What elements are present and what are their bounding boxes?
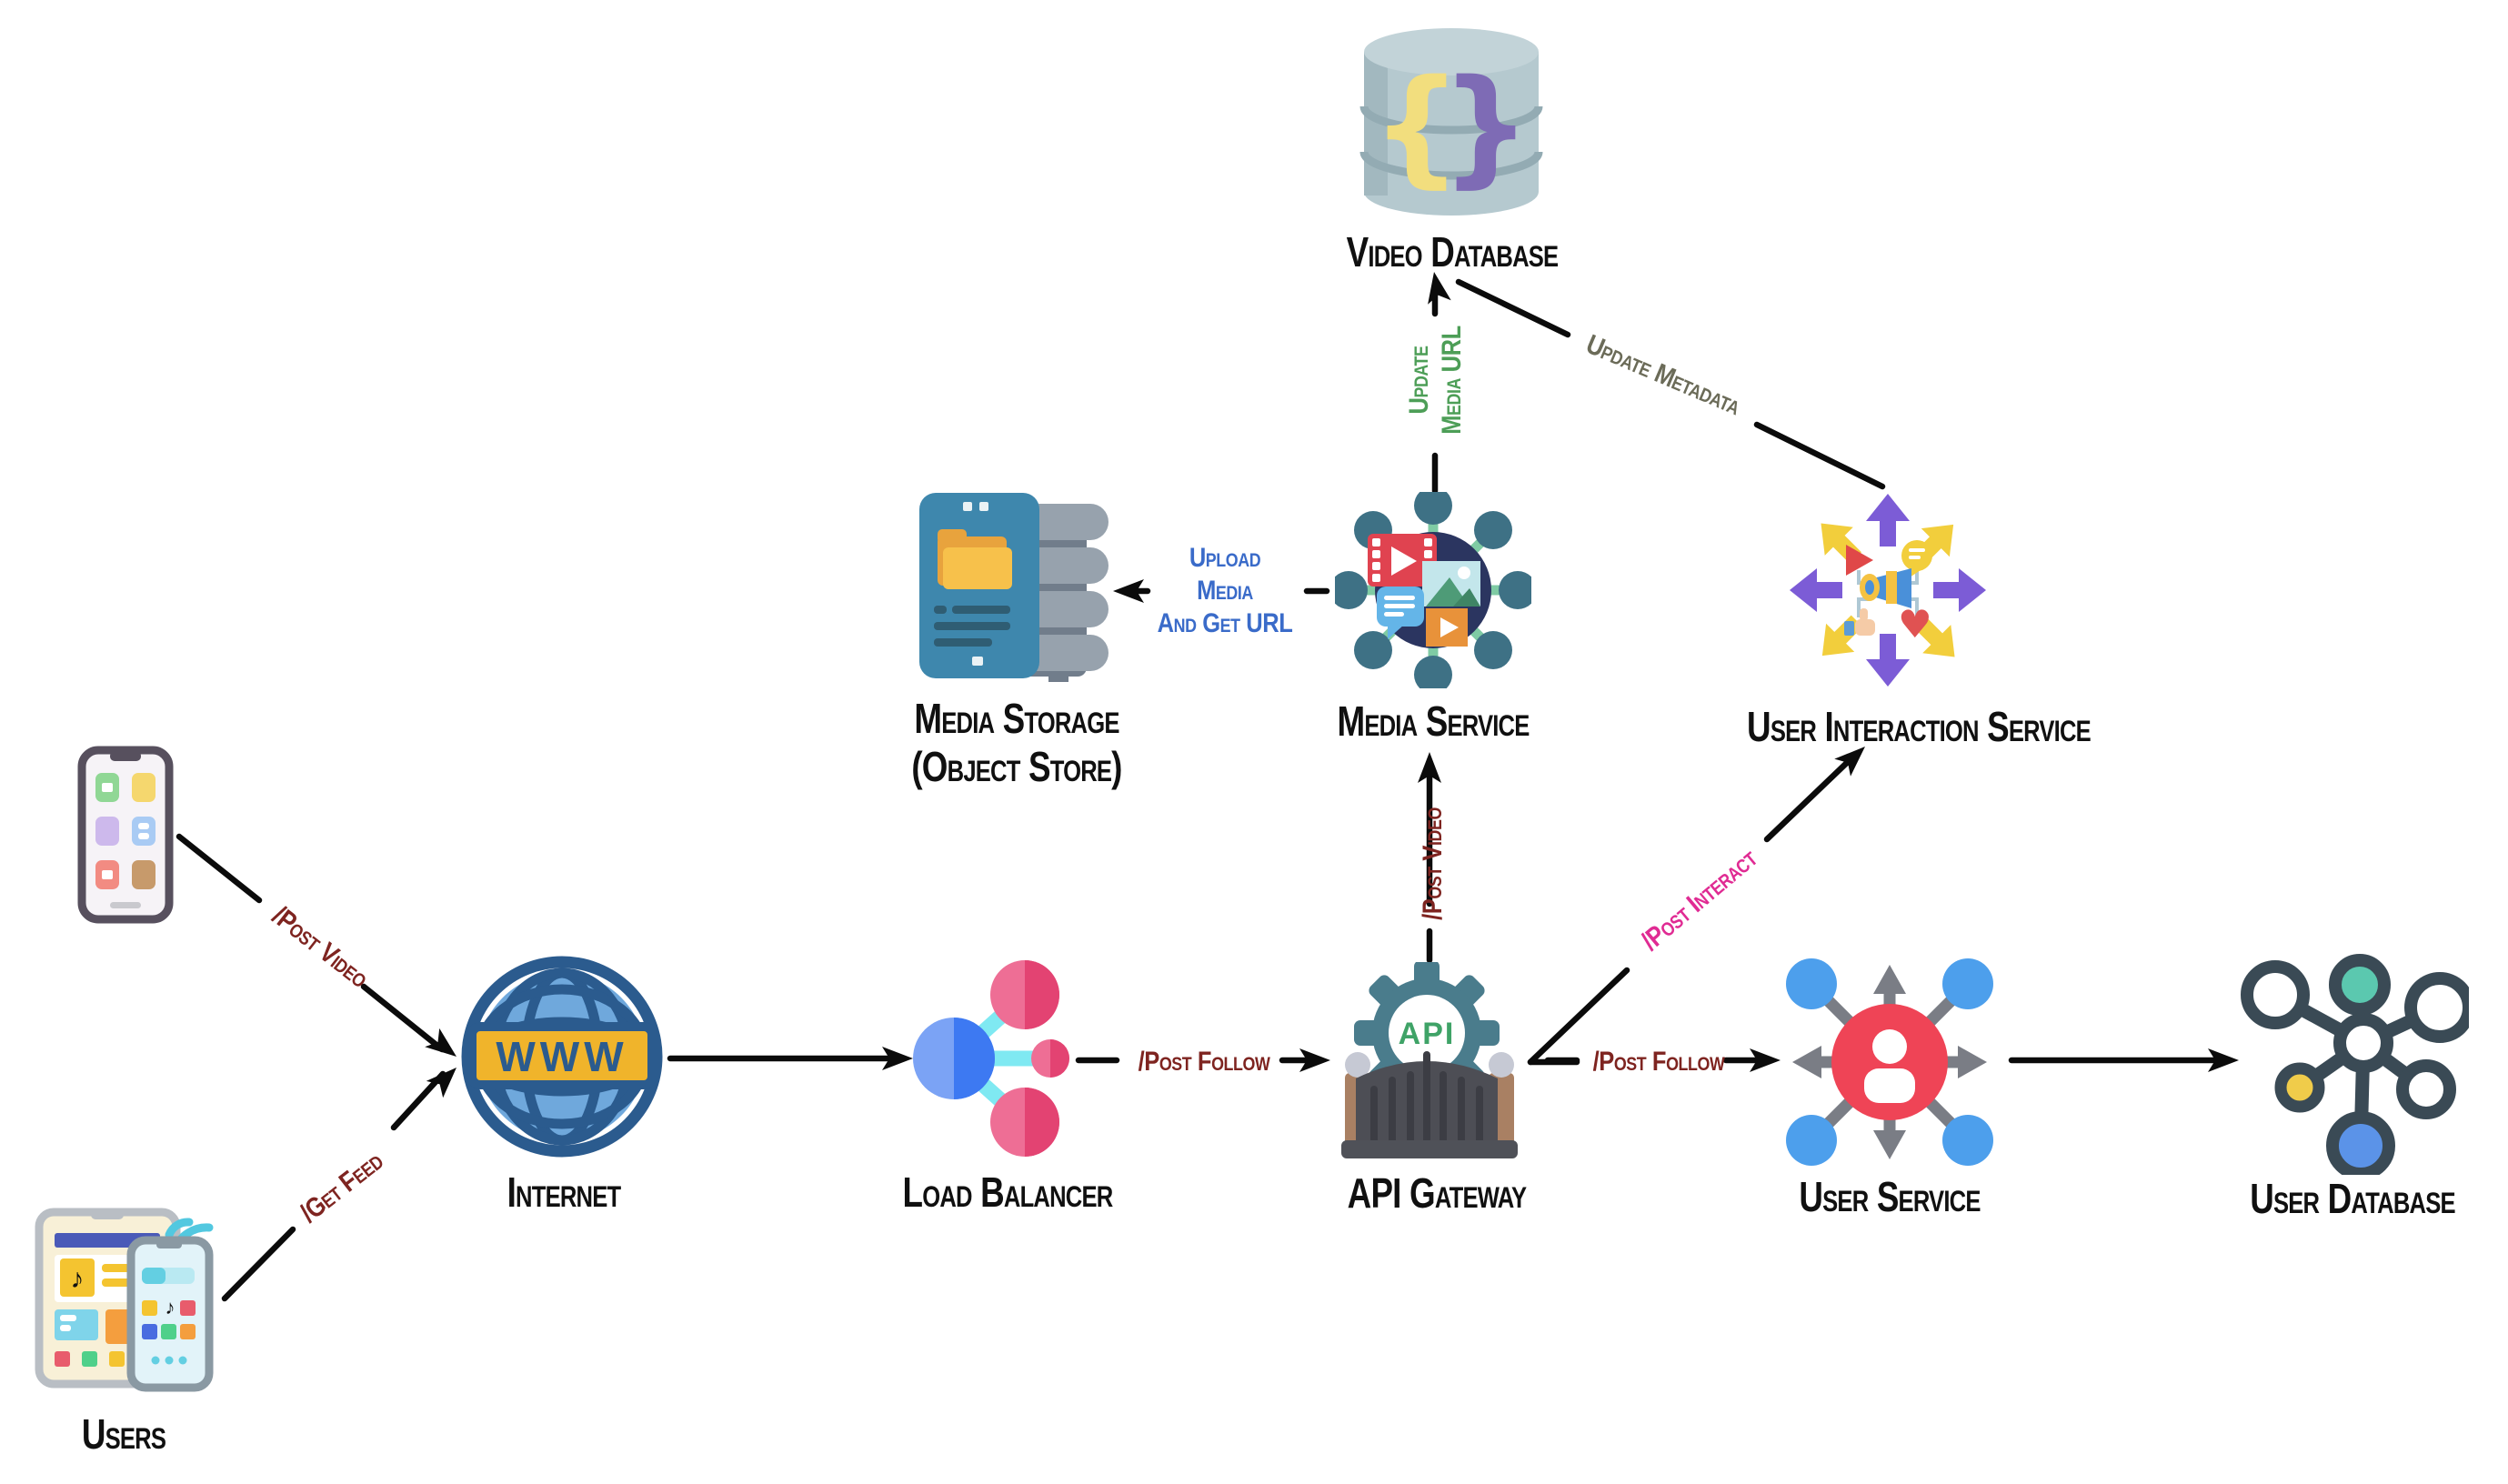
media-storage-label-line1: Media Storage [914,695,1119,742]
upload-media-edge-label: Upload Media And Get URL [1157,543,1293,638]
internet-node: WWW [459,955,665,1158]
video-database-label: Video Database [1346,228,1559,276]
user-service-label: User Service [1799,1173,1981,1220]
edge-user-post-video [176,833,446,1053]
www-badge: WWW [496,1033,627,1080]
api-gateway-node: API [1330,962,1529,1160]
user-interaction-service-icon: ♥ [1790,494,1986,687]
media-storage-label-line2: (Object Store) [911,743,1122,790]
user-database-label: User Database [2250,1175,2455,1222]
heart-glyph: ♥ [1898,602,1932,647]
edge-update-metadata [1455,278,1886,490]
right-brace-glyph: } [1440,53,1531,201]
video-database-node: { } [1357,23,1546,221]
media-service-icon [1335,492,1531,688]
globe-www-icon: WWW [461,956,663,1158]
load-balancer-icon [913,960,1069,1157]
left-brace-glyph: { [1371,53,1462,201]
user-interaction-service-label: User Interaction Service [1747,703,2092,750]
load-balancer-label: Load Balancer [902,1168,1114,1216]
tiktok-note-glyph: ♪ [71,1264,85,1294]
post-video-gateway-edge-label: /Post Video [1418,807,1448,920]
post-follow-lb-edge-label: /Post Follow [1138,1047,1270,1077]
load-balancer-node [912,960,1074,1157]
smartphone-apps-icon [77,746,174,924]
api-gateway-label: API Gateway [1347,1169,1527,1217]
media-service-label: Media Service [1337,697,1530,745]
post-follow-us-edge-label: /Post Follow [1592,1047,1725,1077]
api-gateway-icon: API [1341,962,1518,1158]
user-interaction-service-node: ♥ [1788,492,1988,690]
user-service-icon [1786,958,1993,1166]
user-service-node [1781,956,1999,1168]
tablet-and-phone-icon: ♪ ♪ [35,1208,214,1392]
video-database-icon: { } [1359,28,1543,216]
tiktok-note-glyph: ♪ [166,1296,176,1319]
user-database-icon [2241,954,2469,1175]
internet-label: Internet [507,1168,622,1216]
api-badge: API [1399,1017,1456,1051]
media-storage-node [912,487,1116,687]
users-label: Users [81,1410,166,1458]
users-node: ♪ ♪ [35,1198,218,1394]
media-storage-icon [919,493,1109,682]
update-media-url-edge-label: Update Media URL [1404,326,1467,435]
media-service-node [1335,492,1531,688]
user-database-node [2231,951,2469,1175]
user-phone-node [77,746,174,924]
